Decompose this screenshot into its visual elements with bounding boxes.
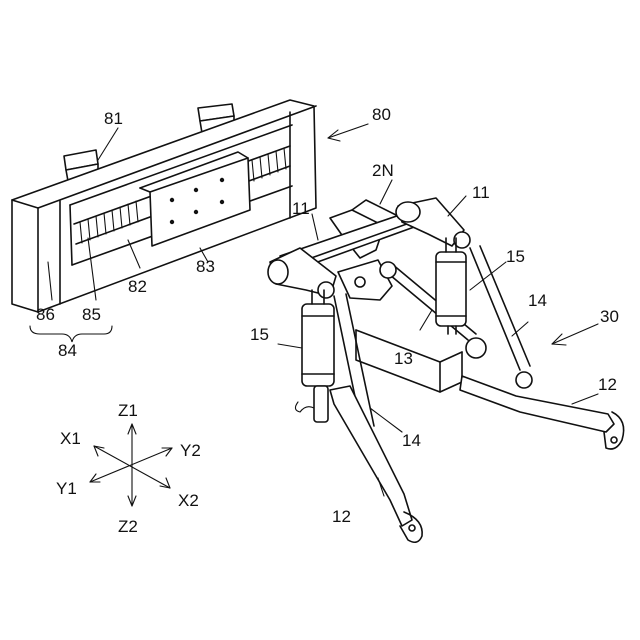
label-2N: 2N xyxy=(372,161,394,180)
tie-rod xyxy=(380,262,486,358)
label-14-left: 14 xyxy=(402,431,421,450)
label-15-left: 15 xyxy=(250,325,269,344)
axis-label-x2: X2 xyxy=(178,491,199,510)
label-84: 84 xyxy=(58,341,77,360)
label-11-left: 11 xyxy=(292,199,310,218)
label-80: 80 xyxy=(372,105,391,124)
axis-label-x1: X1 xyxy=(60,429,81,448)
suspension-assembly xyxy=(268,180,624,542)
axis-labels: Z1 Z2 X1 X2 Y1 Y2 xyxy=(56,401,201,536)
axis-label-z2: Z2 xyxy=(118,517,138,536)
label-14-right: 14 xyxy=(528,291,547,310)
label-12-right: 12 xyxy=(598,375,617,394)
label-12-left: 12 xyxy=(332,507,351,526)
strut-right xyxy=(470,246,532,388)
label-83: 83 xyxy=(196,257,215,276)
hose-stub xyxy=(295,402,314,412)
label-86: 86 xyxy=(36,305,55,324)
label-82: 82 xyxy=(128,277,147,296)
label-81: 81 xyxy=(104,109,123,128)
axis-label-y1: Y1 xyxy=(56,479,77,498)
label-15-right: 15 xyxy=(506,247,525,266)
coordinate-axes xyxy=(90,424,172,506)
upper-arm-right xyxy=(396,196,470,248)
label-30: 30 xyxy=(600,307,619,326)
shock-absorber-left xyxy=(278,290,334,422)
label-85: 85 xyxy=(82,305,101,324)
axis-label-z1: Z1 xyxy=(118,401,138,420)
label-11-right: 11 xyxy=(472,183,490,202)
assembly-arrow xyxy=(552,324,598,345)
label-13: 13 xyxy=(394,349,413,368)
axis-label-y2: Y2 xyxy=(180,441,201,460)
